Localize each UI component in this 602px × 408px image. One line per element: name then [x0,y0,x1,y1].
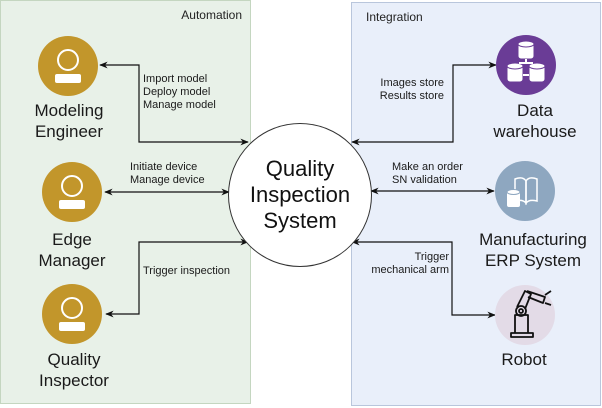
modeling-engineer-node[interactable] [38,36,98,96]
center-line-1: Quality [265,156,335,181]
erp-system-node[interactable] [495,161,555,221]
label-line: Modeling [34,101,104,120]
edge-label-erp-system: Make an order SN validation [392,161,463,187]
edge-label-line: Manage model [143,99,216,111]
label-line: Robot [501,350,547,369]
edge-data-warehouse [351,61,497,146]
erp-system-label: Manufacturing ERP System [479,229,587,271]
label-line: Manager [38,251,106,270]
edge-label-edge-manager: Initiate device Manage device [130,161,205,187]
integration-panel-title: Integration [366,10,423,24]
user-icon [59,175,85,209]
quality-inspection-system[interactable]: Quality Inspection System [228,123,372,267]
edge-label-line: Results store [379,90,444,102]
robot-node[interactable] [495,285,555,345]
robot-arm-icon [510,290,552,338]
edge-label-quality-inspector: Trigger inspection [143,265,230,278]
automation-panel-title: Automation [181,8,242,22]
edge-modeling-engineer [99,61,249,146]
edge-label-line: Deploy model [143,86,211,98]
data-warehouse-label: Data warehouse [493,100,576,142]
edge-label-modeling-engineer: Import model Deploy model Manage model [143,73,216,112]
edge-label-line: Trigger [414,251,449,263]
quality-inspector-label: Quality Inspector [39,349,109,391]
label-line: Engineer [34,122,104,141]
label-line: ERP System [484,251,582,270]
edge-label-robot: Trigger mechanical arm [371,251,449,277]
modeling-engineer-label: Modeling Engineer [35,100,104,142]
center-line-3: System [263,208,337,233]
center-line-2: Inspection [249,182,351,207]
user-icon [55,49,81,83]
edge-label-line: Trigger inspection [143,265,231,277]
label-line: Manufacturing [479,230,587,249]
database-cluster-icon [506,40,546,83]
label-line: Edge [52,230,92,249]
edge-label-line: Make an order [392,161,463,173]
edge-label-line: SN validation [392,174,457,186]
label-line: warehouse [493,122,577,141]
edge-robot [351,238,496,319]
edge-label-line: mechanical arm [371,264,449,276]
edge-label-line: Import model [143,73,208,85]
edge-label-data-warehouse: Images store Results store [380,77,444,103]
book-database-icon [506,177,538,207]
edge-manager-label: Edge Manager [38,229,105,271]
edge-manager-node[interactable] [42,162,102,222]
label-line: Data [517,101,553,120]
data-warehouse-node[interactable] [496,35,556,95]
edge-quality-inspector [105,238,249,318]
edge-label-line: Manage device [130,174,205,186]
edge-label-line: Initiate device [130,161,198,173]
label-line: Quality [47,350,101,369]
quality-inspector-node[interactable] [42,284,102,344]
robot-label: Robot [501,349,546,370]
user-icon [59,297,85,331]
label-line: Inspector [39,371,109,390]
edge-label-line: Images store [380,77,444,89]
